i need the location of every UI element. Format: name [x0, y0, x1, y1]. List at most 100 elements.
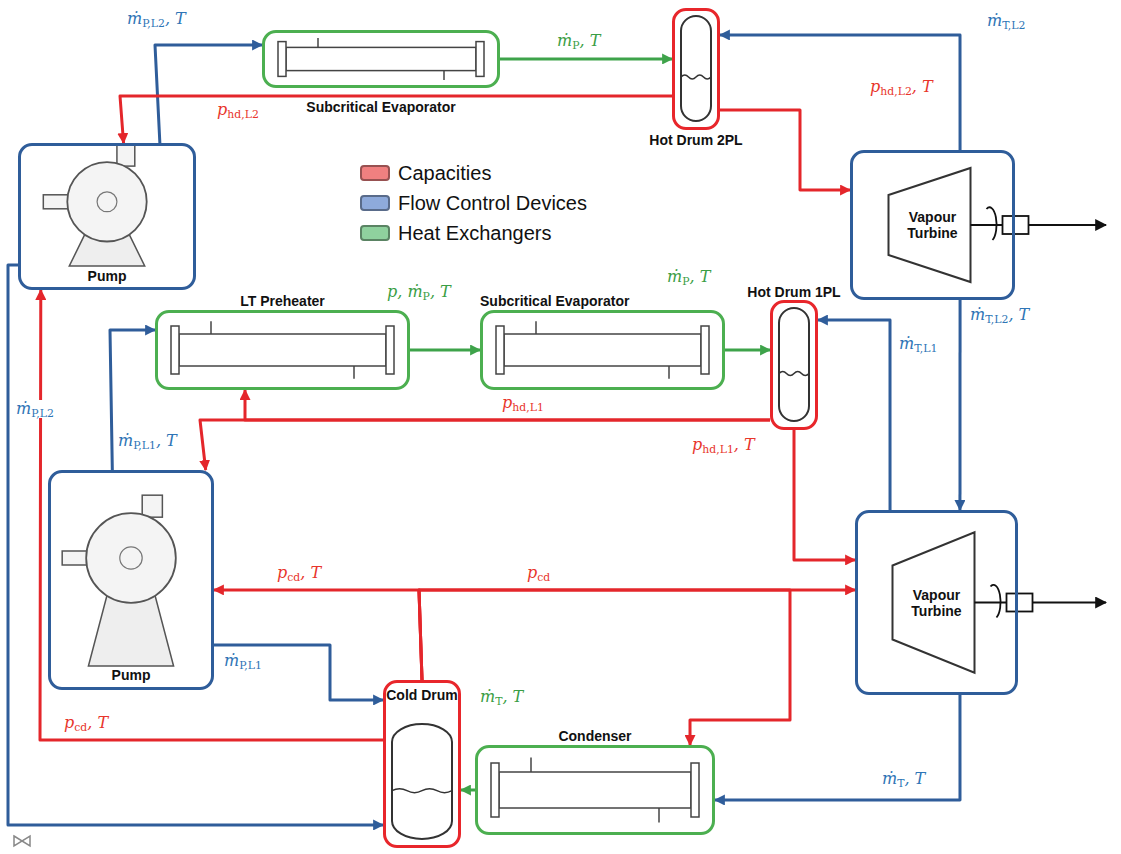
pump-hub: [97, 192, 117, 212]
turbine-casing: [893, 532, 975, 673]
flow-connector: [720, 35, 960, 150]
exchanger-flange: [496, 326, 504, 374]
valve-symbol: [14, 836, 30, 846]
valve-symbol: [14, 836, 30, 846]
legend-swatch: [360, 225, 390, 241]
heat-exchanger-box: Subcritical Evaporator: [480, 310, 725, 390]
flow-connector: [818, 320, 890, 510]
exchanger-nozzle: [443, 71, 445, 80]
heat-exchanger-symbol: [496, 321, 709, 379]
liquid-level: [779, 372, 809, 376]
pump-outlet: [142, 495, 162, 517]
exchanger-flange: [491, 763, 499, 817]
heat-exchanger-box: Subcritical Evaporator: [262, 30, 500, 88]
flow-variable-label: phd,L2, T: [868, 78, 935, 96]
flow-variable-label: pcd: [525, 564, 552, 582]
heat-exchanger-symbol: [278, 38, 484, 80]
node-label: Hot Drum 2PL: [649, 132, 742, 148]
pump-outlet: [117, 144, 135, 166]
flow-connector: [715, 695, 960, 800]
exchanger-shell: [499, 772, 691, 808]
exchanger-flange: [171, 326, 179, 374]
node-label: Cold Drum: [386, 687, 458, 703]
node-label: Condenser: [558, 728, 631, 744]
flow-connector: [155, 45, 262, 143]
legend-row: Flow Control Devices: [360, 188, 587, 218]
flow-connector: [958, 300, 961, 510]
equipment-illustrations: [43, 16, 1106, 839]
turbine-shaft: [975, 602, 1107, 604]
exchanger-flange: [278, 42, 286, 77]
exchanger-nozzle: [353, 366, 355, 379]
drum-vessel: [779, 308, 809, 421]
flow-connector: [120, 96, 672, 143]
exchanger-shell: [504, 334, 701, 366]
legend-row: Heat Exchangers: [360, 218, 587, 248]
flow-connector: [725, 349, 770, 352]
flow-device-box: Pump: [18, 143, 196, 290]
shaft-coupling: [1003, 216, 1029, 234]
flow-variable-label: ṁT,L2, T: [968, 306, 1031, 324]
flow-variable-label: ṁT, T: [880, 770, 927, 788]
exchanger-nozzle: [210, 321, 212, 334]
connectors: [8, 35, 960, 825]
legend: CapacitiesFlow Control DevicesHeat Excha…: [360, 158, 587, 248]
exchanger-nozzle: [317, 38, 319, 47]
flow-connector: [419, 590, 790, 745]
pump-inlet: [62, 551, 88, 565]
node-label: Vapour Turbine: [900, 586, 974, 618]
drum-vessel: [681, 16, 711, 121]
exchanger-nozzle: [535, 321, 537, 334]
legend-label: Heat Exchangers: [398, 222, 551, 245]
flow-device-box: Vapour Turbine: [850, 150, 1015, 300]
pump-symbol: [62, 495, 176, 666]
pump-symbol: [43, 144, 146, 266]
node-label: LT Preheater: [240, 293, 325, 309]
flow-variable-label: phd,L1, T: [690, 436, 757, 454]
heat-exchanger-box: LT Preheater: [155, 310, 410, 390]
drum-vessel: [392, 724, 452, 839]
heat-exchanger-box: Condenser: [475, 745, 715, 835]
node-label: Pump: [51, 667, 211, 683]
pump-inlet: [43, 195, 69, 209]
exchanger-flange: [701, 326, 709, 374]
exchanger-shell: [179, 334, 386, 366]
pump-casing: [67, 162, 146, 241]
node-label: Hot Drum 1PL: [747, 284, 840, 300]
shaft-coupling: [1007, 594, 1033, 612]
drum-symbol: [779, 308, 809, 421]
node-label: Subcritical Evaporator: [306, 99, 455, 115]
flow-connector: [8, 265, 383, 825]
exchanger-nozzle: [658, 808, 660, 822]
flow-connector: [720, 110, 850, 190]
flow-device-box: Pump: [48, 470, 214, 690]
node-label: Subcritical Evaporator: [480, 293, 629, 309]
flow-variable-label: ṁT,L2: [985, 12, 1027, 30]
capacity-box: Cold Drum: [383, 680, 461, 848]
rotation-arrow: [987, 207, 997, 240]
flow-variable-label: ṁP,L1, T: [116, 432, 179, 450]
turbine-symbol: [889, 168, 1107, 282]
flow-variable-label: ṁT,L1: [897, 335, 939, 353]
turbine-symbol: [893, 532, 1107, 673]
flow-variable-label: phd,L2: [215, 101, 261, 119]
flow-connector: [214, 590, 422, 680]
legend-label: Capacities: [398, 162, 491, 185]
capacity-box: Hot Drum 1PL: [770, 300, 818, 430]
pump-casing: [86, 513, 176, 603]
legend-swatch: [360, 165, 390, 181]
legend-swatch: [360, 195, 390, 211]
flow-variable-label: p, ṁP, T: [385, 283, 453, 301]
exchanger-flange: [691, 763, 699, 817]
drum-symbol: [392, 724, 452, 839]
flow-connector: [794, 430, 855, 560]
exchanger-nozzle: [530, 758, 532, 772]
flow-device-box: Vapour Turbine: [855, 510, 1018, 695]
liquid-level: [681, 75, 711, 79]
exchanger-shell: [286, 47, 476, 70]
flow-variable-label: ṁP,L2, T: [125, 10, 188, 28]
flow-connector: [500, 57, 672, 60]
flow-connector: [40, 290, 383, 740]
